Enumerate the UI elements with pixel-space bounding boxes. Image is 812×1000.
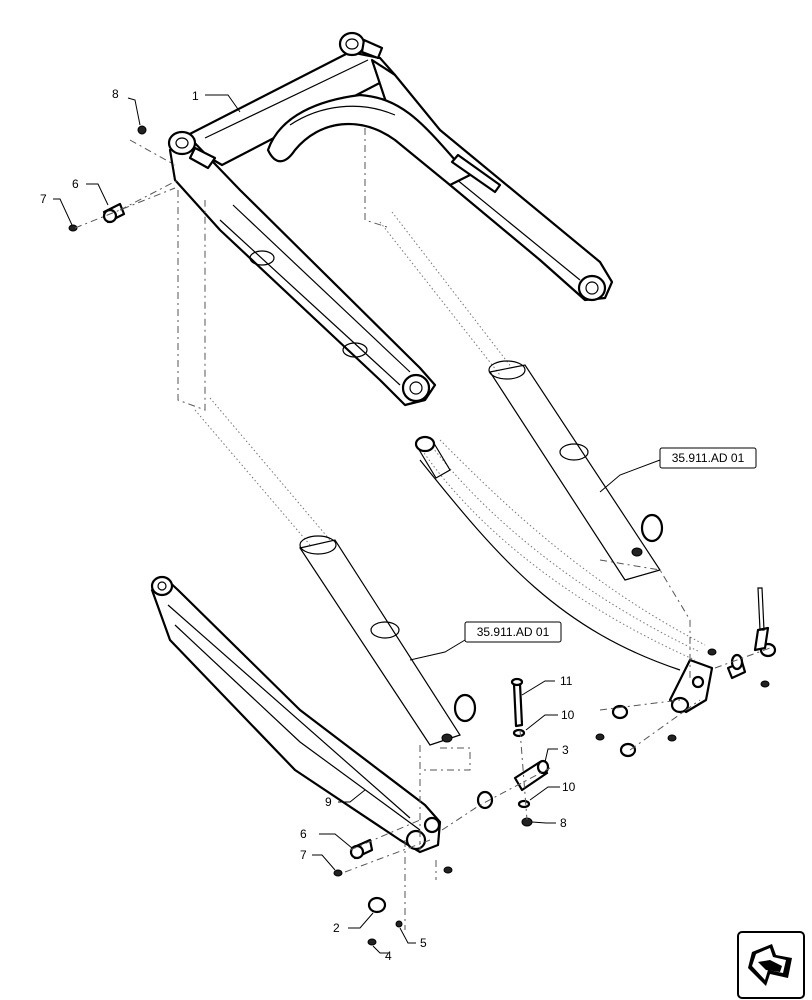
- view-direction-arrow-icon: [737, 931, 805, 999]
- callout-8-upper: 8: [112, 87, 119, 101]
- callout-3: 3: [562, 743, 569, 757]
- callout-9: 9: [325, 795, 332, 809]
- callout-6-lower: 6: [300, 827, 307, 841]
- callout-11: 11: [560, 674, 573, 688]
- reference-box-lower: [464, 621, 562, 643]
- callout-7-lower: 7: [300, 848, 307, 862]
- hydraulic-hoses: [414, 435, 706, 671]
- reference-upper: 35.911.AD 01: [672, 451, 745, 465]
- callout-1: 1: [192, 89, 199, 103]
- callout-leaders: [53, 94, 661, 954]
- right-hydraulic-cylinder: [379, 211, 664, 581]
- hardware-parts: [68, 125, 550, 946]
- callout-labels: 1 2 3 4 5 6 6 7 7 8 8 9 10 10 11: [40, 87, 576, 963]
- callout-6-upper: 6: [72, 177, 79, 191]
- reference-labels: 35.911.AD 01 35.911.AD 01: [464, 447, 757, 643]
- right-link-plate: [595, 587, 777, 758]
- callout-5: 5: [420, 936, 427, 950]
- callout-7-upper: 7: [40, 192, 47, 206]
- left-hydraulic-cylinder: [194, 397, 477, 746]
- callout-4: 4: [385, 949, 392, 963]
- callout-2: 2: [333, 921, 340, 935]
- assembly-centerlines: [74, 128, 771, 930]
- arm-assembly: [150, 575, 442, 854]
- boom-assembly: [167, 31, 614, 407]
- reference-box-upper: [659, 447, 757, 469]
- callout-10-lower: 10: [562, 780, 576, 794]
- callout-10-upper: 10: [561, 708, 575, 722]
- reference-lower: 35.911.AD 01: [477, 625, 550, 639]
- callout-8-lower: 8: [560, 816, 567, 830]
